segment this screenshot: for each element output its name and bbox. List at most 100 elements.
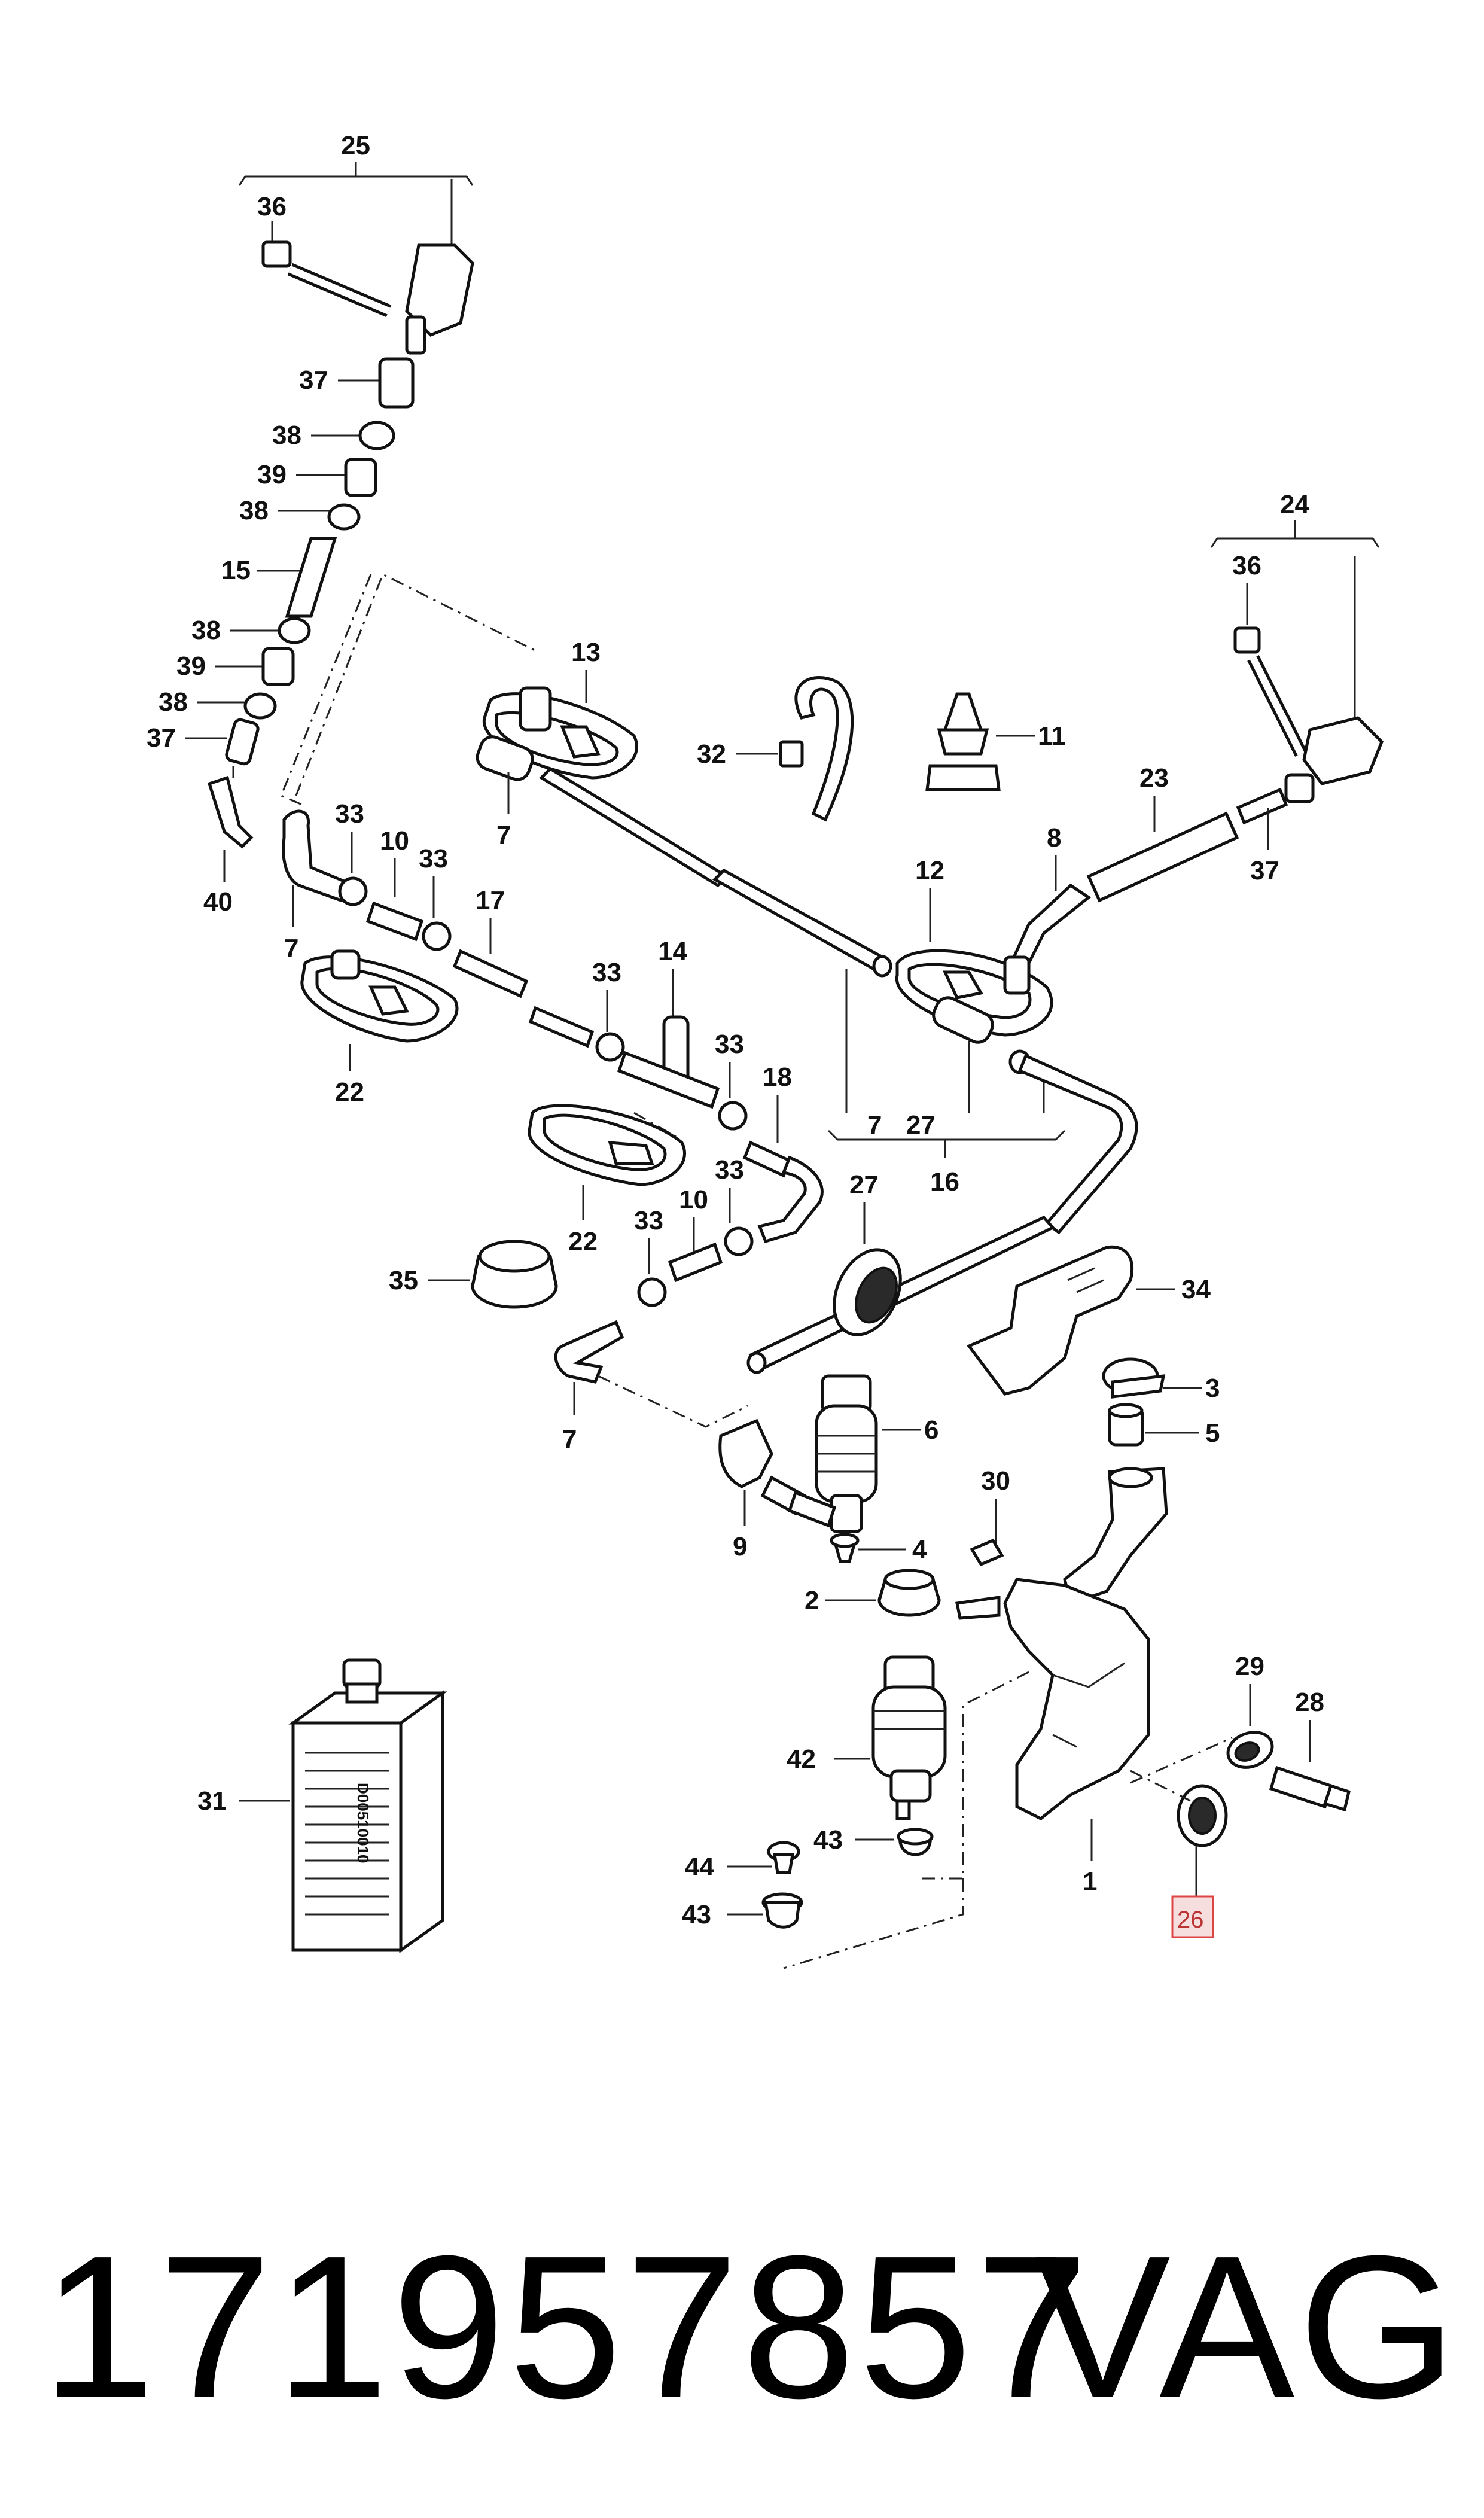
hose-7 xyxy=(554,1320,624,1384)
label-6: 6 xyxy=(924,1415,938,1445)
connector-36 xyxy=(261,240,292,268)
label-10: 10 xyxy=(679,1185,708,1214)
label-13: 13 xyxy=(571,638,601,667)
bottle-31: D00510010 31 xyxy=(197,1658,447,1953)
hose-17 xyxy=(452,949,529,998)
jet-22a: 22 xyxy=(300,949,459,1107)
cap-3: 3 xyxy=(1102,1357,1220,1403)
label-7: 7 xyxy=(562,1424,577,1454)
group-25: 25 36 37 38 39 38 15 38 39 xyxy=(147,131,474,917)
clip-11: 11 xyxy=(925,692,1066,791)
label-36: 36 xyxy=(1232,551,1261,580)
label-38: 38 xyxy=(159,687,188,717)
label-18: 18 xyxy=(763,1062,792,1092)
pump-6: 6 xyxy=(787,1374,938,1533)
label-12: 12 xyxy=(915,856,944,885)
hose-connector-37 xyxy=(378,357,415,409)
label-15: 15 xyxy=(221,556,251,585)
label-11: 11 xyxy=(1038,721,1066,751)
group-7-lower: 33 10 33 7 xyxy=(554,1155,824,1454)
label-36: 36 xyxy=(257,192,287,221)
clip-33 xyxy=(595,1032,625,1062)
label-27: 27 xyxy=(849,1170,879,1199)
reservoir-1: 1 xyxy=(783,1467,1168,1969)
label-34: 34 xyxy=(1181,1275,1211,1304)
label-38: 38 xyxy=(272,421,301,450)
sleeve-39 xyxy=(344,458,377,497)
brand-name: VAG xyxy=(1035,2213,1460,2441)
group-13: 13 7 xyxy=(476,638,639,850)
sleeve-39 xyxy=(261,647,295,686)
plug-35: 35 xyxy=(389,1240,558,1309)
heater-element-15 xyxy=(285,537,337,618)
highlight-box-26 xyxy=(1171,1895,1214,1938)
label-38: 38 xyxy=(239,496,269,525)
label-8: 8 xyxy=(1047,823,1061,852)
grommet-43: 43 xyxy=(813,1825,934,1856)
jet-housing-24 xyxy=(1302,716,1384,785)
bracket-16: 7 27 16 xyxy=(827,969,1066,1196)
label-22: 22 xyxy=(335,1077,364,1107)
connector-18 xyxy=(742,1140,792,1178)
label-27: 27 xyxy=(906,1110,936,1140)
label-32: 32 xyxy=(697,739,726,769)
label-28: 28 xyxy=(1295,1688,1324,1717)
label-30: 30 xyxy=(981,1466,1010,1496)
pump-42: 42 xyxy=(787,1655,947,1820)
jet-22b: 22 xyxy=(528,1104,687,1256)
elbow-8 xyxy=(1011,883,1092,966)
label-22: 22 xyxy=(568,1227,598,1256)
hose-7 xyxy=(538,766,892,978)
label-7: 7 xyxy=(496,820,511,850)
elbow-9: 9 xyxy=(718,1418,807,1561)
grommet-26: 26 xyxy=(1130,1770,1228,1938)
clip-38 xyxy=(358,421,395,450)
grommet-43b: 43 xyxy=(682,1892,803,1929)
label-10: 10 xyxy=(380,826,409,855)
label-7: 7 xyxy=(284,934,298,963)
label-43: 43 xyxy=(682,1900,711,1929)
label-39: 39 xyxy=(257,460,287,489)
heater-hose-23 xyxy=(1086,811,1239,903)
label-5: 5 xyxy=(1205,1418,1220,1448)
clip-33 xyxy=(422,921,452,951)
sleeve-5: 5 xyxy=(1108,1403,1220,1448)
label-44: 44 xyxy=(685,1852,714,1881)
cable-tie-32: 32 xyxy=(697,676,854,822)
label-23: 23 xyxy=(1139,763,1169,793)
grommet-27: 27 xyxy=(833,1170,902,1336)
clip-38 xyxy=(278,617,311,644)
grommet-4: 4 xyxy=(830,1533,927,1564)
label-33: 33 xyxy=(715,1030,744,1059)
clip-33 xyxy=(724,1226,754,1256)
label-33: 33 xyxy=(715,1155,744,1185)
clip-33 xyxy=(637,1277,667,1307)
clip-38 xyxy=(243,692,277,720)
label-9: 9 xyxy=(733,1532,747,1561)
label-43: 43 xyxy=(813,1825,843,1855)
shield-34: 34 xyxy=(967,1245,1211,1396)
label-33: 33 xyxy=(419,844,448,873)
label-42: 42 xyxy=(787,1744,816,1774)
label-29: 29 xyxy=(1235,1652,1264,1681)
label-4: 4 xyxy=(912,1535,927,1564)
hose-27 xyxy=(746,1049,1138,1374)
part-number: 171957857 xyxy=(42,2213,1092,2441)
label-17: 17 xyxy=(476,886,505,915)
label-39: 39 xyxy=(176,651,206,681)
label-38: 38 xyxy=(191,616,221,645)
group-7-left: 7 33 10 33 17 33 14 33 18 xyxy=(282,799,792,1178)
grommet-2: 2 xyxy=(805,1569,941,1617)
label-37: 37 xyxy=(299,366,328,395)
label-40: 40 xyxy=(203,887,233,917)
label-16: 16 xyxy=(930,1167,959,1196)
hose-connector-37 xyxy=(225,718,260,766)
label-31: 31 xyxy=(197,1786,227,1816)
label-24: 24 xyxy=(1280,490,1309,519)
clip-33 xyxy=(338,876,368,906)
label-33: 33 xyxy=(634,1206,663,1235)
bottle-print: D00510010 xyxy=(354,1783,372,1863)
label-33: 33 xyxy=(335,799,364,829)
label-3: 3 xyxy=(1205,1374,1220,1403)
plug-44: 44 xyxy=(685,1841,800,1881)
